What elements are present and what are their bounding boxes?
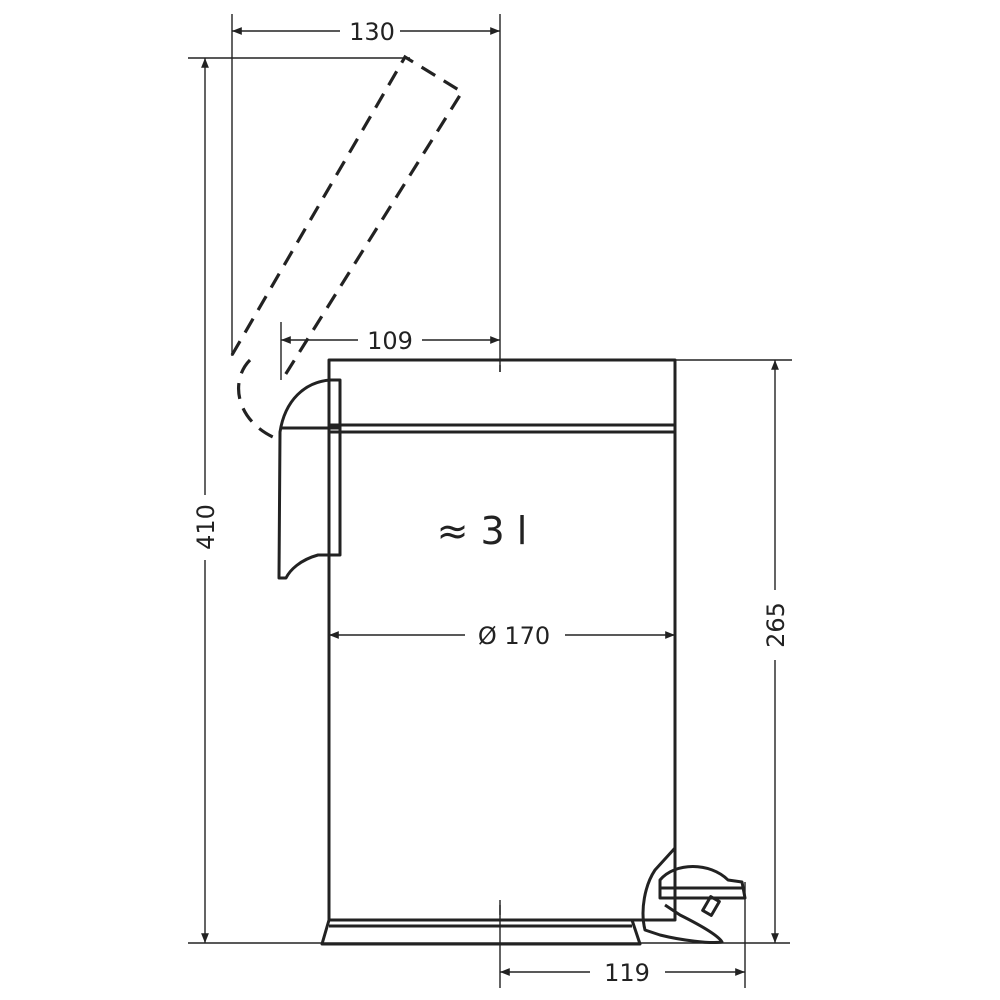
dimension-label: 265 xyxy=(762,602,790,648)
open-lid-outline xyxy=(230,54,465,440)
lid-hinge-handle xyxy=(277,378,342,580)
bin-base xyxy=(320,919,642,946)
dimension-label: 109 xyxy=(367,327,413,355)
dimension-label: 130 xyxy=(349,18,395,46)
dimension-label: 410 xyxy=(192,504,220,550)
dimension-410: 410 xyxy=(188,57,790,944)
capacity-label: ≈ 3 l xyxy=(437,509,528,553)
dimension-diameter-170: Ø 170 xyxy=(329,622,675,650)
dimension-109: 109 xyxy=(280,322,500,380)
dimension-label: Ø 170 xyxy=(478,622,550,650)
dimension-130: 130 xyxy=(231,14,501,372)
foot-pedal xyxy=(641,838,747,944)
dimension-265: 265 xyxy=(675,359,792,943)
dimension-119: 119 xyxy=(499,882,746,988)
dimension-label: 119 xyxy=(604,959,650,987)
